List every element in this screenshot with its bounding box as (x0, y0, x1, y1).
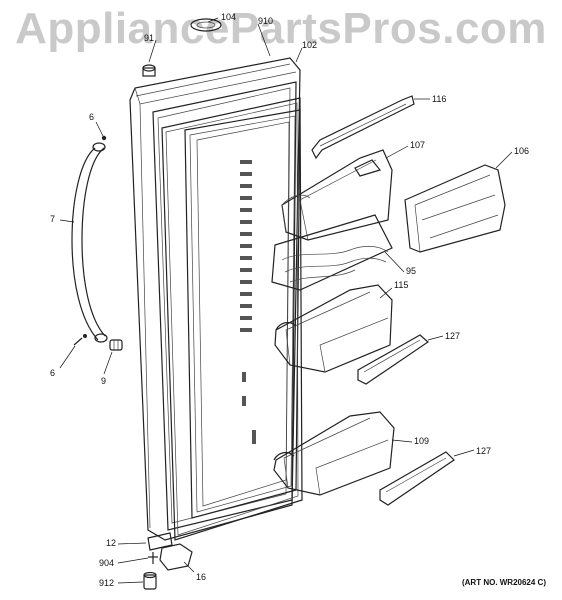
door-gasket (161, 97, 303, 541)
bin-trim-upper (357, 334, 429, 385)
callout-109: 109 (414, 436, 430, 446)
callout-6-upper: 6 (89, 112, 95, 122)
callout-6-lower: 6 (50, 368, 56, 378)
door-outer-shell (129, 57, 301, 541)
upper-door-bin (281, 149, 393, 241)
callout-116: 116 (432, 94, 447, 104)
door-liner (184, 109, 301, 519)
top-rail (311, 95, 415, 160)
top-hinge-parts (142, 18, 222, 77)
callout-904: 904 (99, 558, 115, 568)
callout-912: 912 (99, 578, 115, 588)
callout-115: 115 (394, 280, 409, 290)
callout-107: 107 (410, 140, 426, 150)
callout-127-lower: 127 (476, 446, 492, 456)
wire-shelf (271, 214, 393, 291)
callout-102: 102 (302, 40, 318, 50)
door-handle (71, 135, 108, 346)
callout-7: 7 (50, 214, 56, 224)
callout-106: 106 (514, 146, 530, 156)
callout-104: 104 (221, 12, 237, 22)
callout-9: 9 (101, 376, 107, 386)
leader-lines (59, 17, 513, 584)
bin-trim-lower (379, 451, 455, 506)
liner-shelf-ribs (240, 160, 256, 444)
callout-12: 12 (106, 538, 117, 548)
callout-95: 95 (406, 266, 417, 276)
callout-127-upper: 127 (445, 331, 461, 341)
callout-910: 910 (258, 16, 274, 26)
bottom-hinge-parts (143, 532, 193, 590)
lower-door-bin (273, 411, 395, 496)
art-number: (ART NO. WR20624 C) (461, 578, 546, 587)
middle-door-bin (274, 284, 393, 373)
callout-16: 16 (196, 572, 207, 582)
callout-91: 91 (144, 33, 155, 43)
dairy-bin (404, 164, 506, 253)
hinge-stud (109, 339, 123, 351)
